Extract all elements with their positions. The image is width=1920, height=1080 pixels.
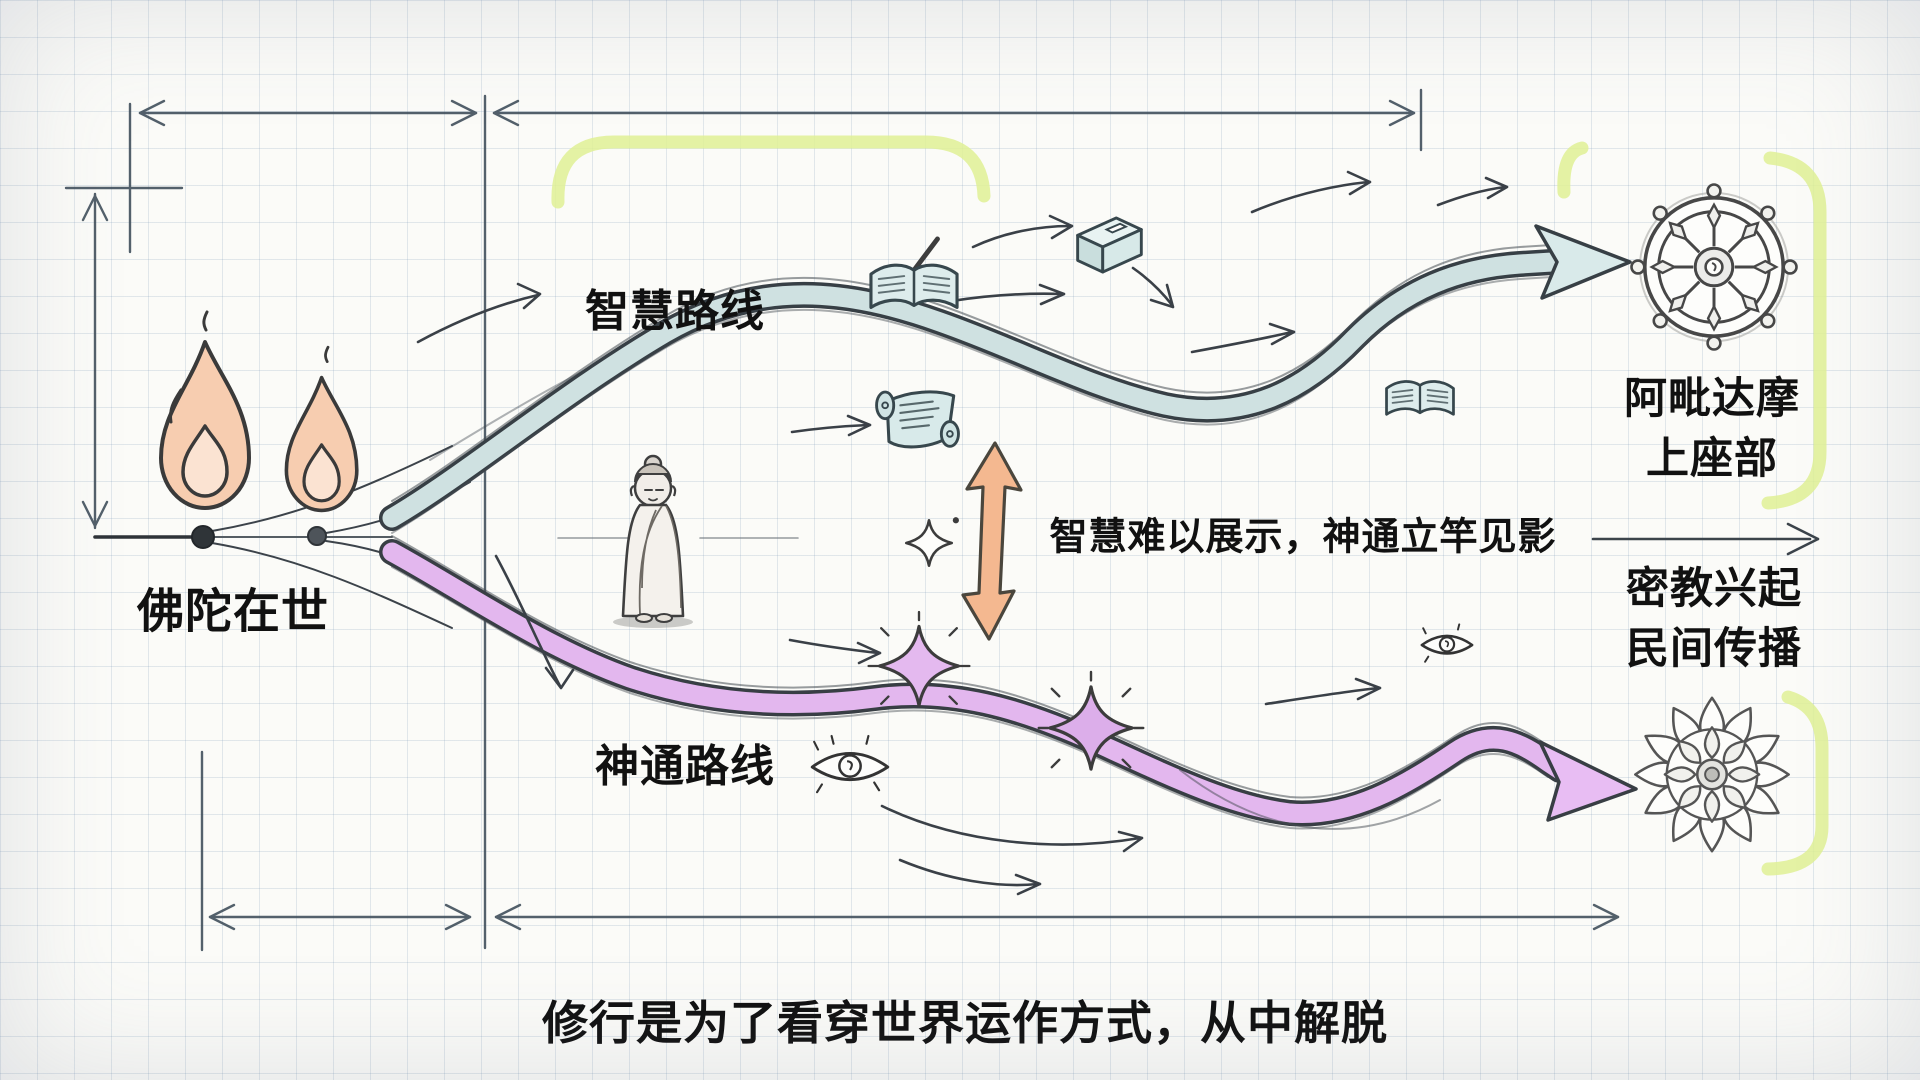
annotation-text: 智慧难以展示，神通立竿见影: [1049, 516, 1557, 559]
power-route-path: [379, 535, 1638, 830]
caption-text: 修行是为了看穿世界运作方式，从中解脱: [542, 997, 1388, 1049]
highlight-bracket-group: [551, 135, 1829, 876]
eye-icon: [1418, 623, 1476, 666]
open-book-pen-icon: [865, 235, 963, 325]
flame-icon: [143, 310, 268, 530]
dimension-lines: [64, 88, 1620, 952]
origin-label: 佛陀在世: [137, 584, 329, 638]
flame-icon: [272, 345, 372, 528]
eye-icon: [806, 734, 894, 798]
bracket-right-top: [1761, 151, 1827, 510]
mandala-icon: [1628, 688, 1796, 860]
bracket-right-top-left-corner: [1557, 141, 1589, 199]
power-outcome-line1: 密教兴起: [1626, 565, 1802, 613]
closed-book-icon: [1068, 210, 1150, 280]
timeline-axis: [93, 522, 1820, 556]
sparkle-icon: [1035, 670, 1147, 784]
power-route-label: 神通路线: [595, 742, 775, 791]
open-book-icon: [1378, 358, 1462, 428]
wisdom-route-arrowhead: [1534, 224, 1632, 300]
wisdom-route-label: 智慧路线: [585, 287, 765, 336]
wisdom-outcome-line2: 上座部: [1646, 435, 1778, 483]
sparkle-small-icon: [898, 512, 960, 574]
wisdom-route-path: [379, 224, 1632, 534]
power-route-arrowhead: [1538, 740, 1638, 822]
sparkle-icon: [865, 610, 973, 720]
buddha-icon: [598, 448, 708, 633]
bracket-right-bottom: [1761, 690, 1829, 876]
sketch-arrows: [416, 170, 1509, 896]
bracket-top: [551, 135, 991, 209]
dharma-wheel-icon: [1630, 183, 1798, 351]
orange-double-arrow-icon: [961, 441, 1023, 641]
scroll-icon: [868, 376, 968, 468]
power-outcome-line2: 民间传播: [1626, 625, 1802, 673]
wisdom-outcome-line1: 阿毗达摩: [1624, 375, 1800, 423]
